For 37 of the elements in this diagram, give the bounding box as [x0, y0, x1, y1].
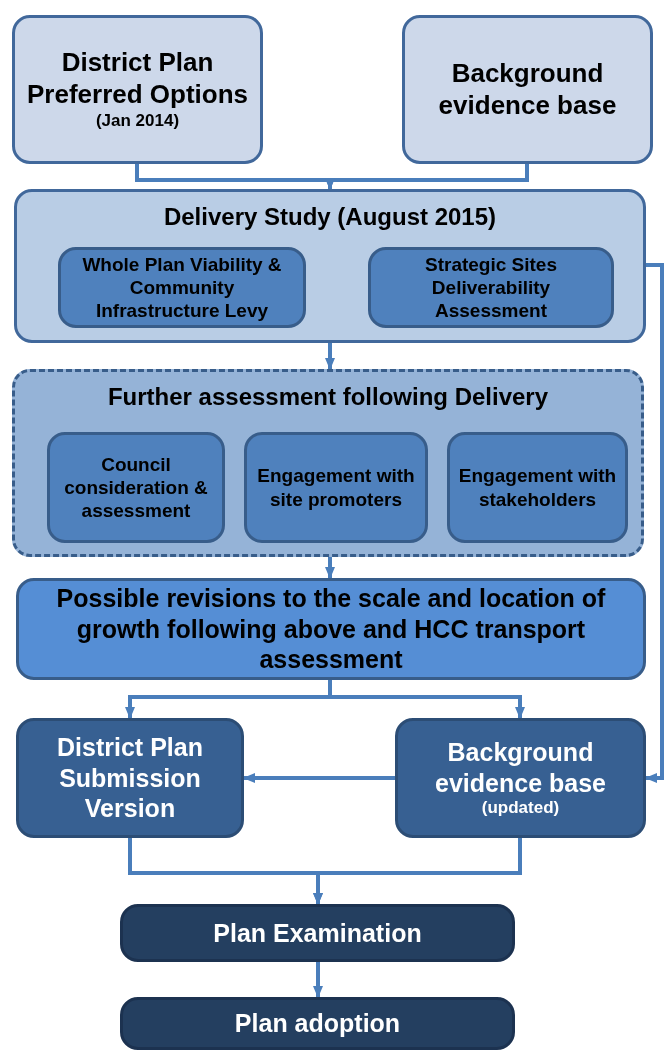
process-box — [12, 15, 263, 164]
group-panel — [14, 189, 646, 343]
process-box — [16, 718, 244, 838]
node-label: District Plan Submission Version — [56, 732, 204, 824]
group-title: Further assessment following Delivery — [107, 382, 549, 412]
process-box — [402, 15, 653, 164]
arrow — [313, 962, 323, 998]
process-box — [120, 997, 515, 1050]
node-subtitle: (updated) — [481, 798, 560, 819]
node-label: Background evidence base — [437, 57, 618, 122]
sub-process-box — [47, 432, 225, 543]
arrow — [243, 773, 395, 783]
sub-process-box — [244, 432, 428, 543]
node-label: Background evidence base — [434, 737, 607, 799]
node-label: Engagement with site promoters — [256, 464, 416, 511]
node-label: Engagement with stakeholders — [458, 464, 617, 511]
arrow — [325, 557, 335, 579]
process-box — [16, 578, 646, 680]
node-label: Possible revisions to the scale and location of growth following above and HCC transport assessment — [55, 583, 607, 675]
node-subtitle: (Jan 2014) — [95, 110, 180, 132]
arrow — [328, 680, 525, 719]
process-box — [395, 718, 646, 838]
node-label: Council consideration & assessment — [63, 452, 209, 523]
arrow — [645, 263, 664, 783]
node-label: Plan adoption — [234, 1008, 401, 1039]
process-box — [120, 904, 515, 962]
node-label: Whole Plan Viability & Community Infrastructure Levy — [81, 252, 283, 323]
arrow — [313, 838, 522, 905]
group-title: Delivery Study (August 2015) — [163, 202, 497, 232]
sub-process-box — [368, 247, 614, 328]
node-label: Strategic Sites Deliverability Assessment — [424, 252, 558, 323]
node-label: Plan Examination — [213, 917, 422, 949]
dashed-group-panel — [12, 369, 644, 557]
node-label: District Plan Preferred Options — [25, 47, 250, 111]
arrow — [325, 343, 335, 370]
sub-process-box — [447, 432, 628, 543]
sub-process-box — [58, 247, 306, 328]
